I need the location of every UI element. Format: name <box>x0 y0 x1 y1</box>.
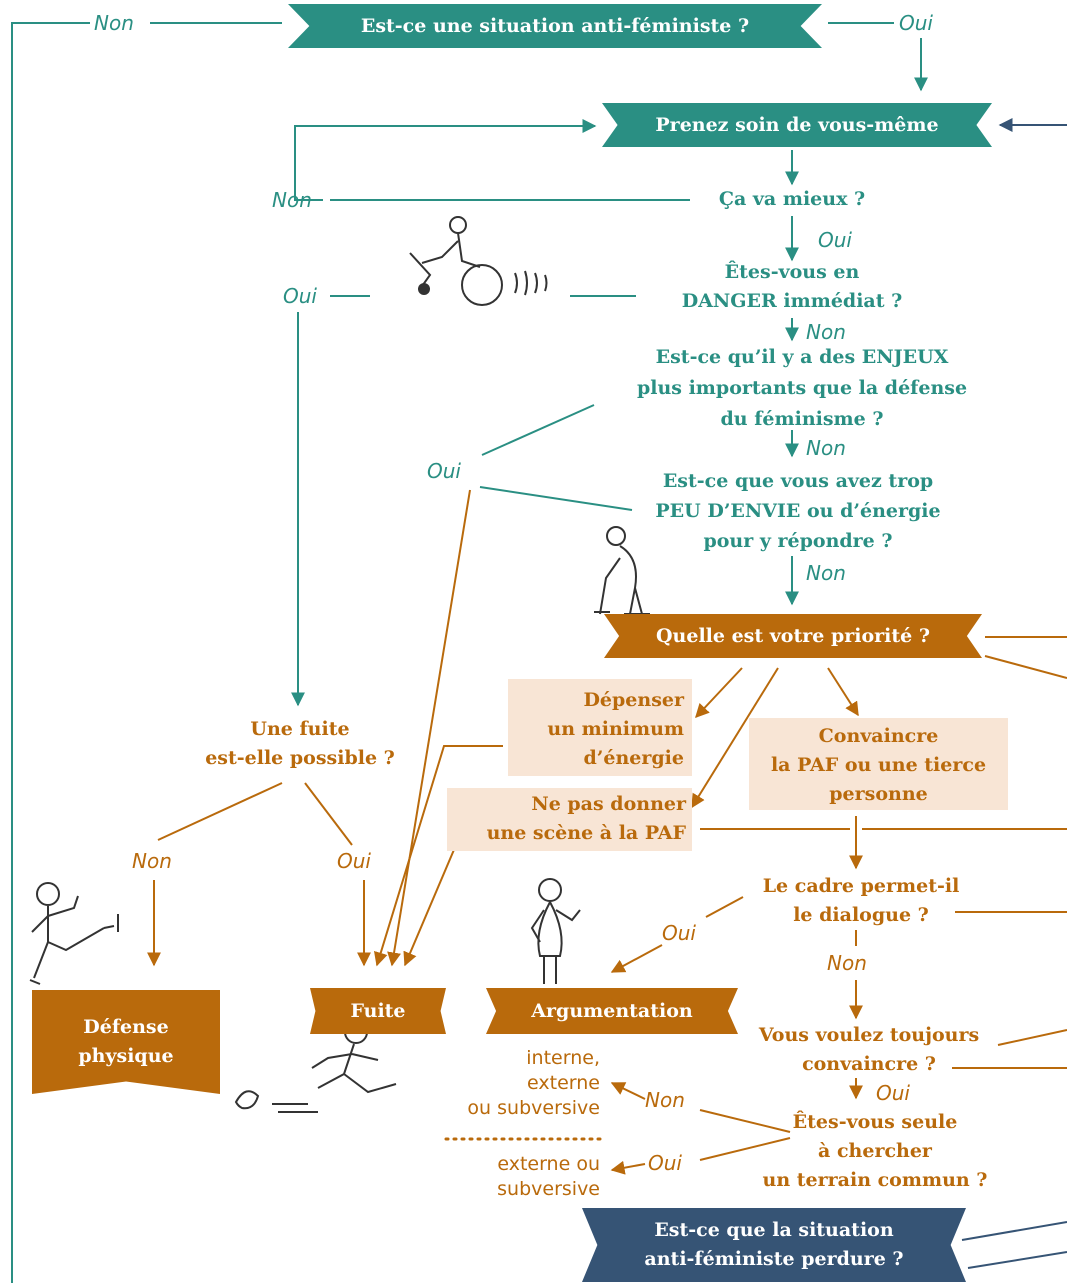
question-envy: Est-ce que vous avez trop PEU D’ENVIE ou… <box>628 466 968 556</box>
question-frame: Le cadre permet-il le dialogue ? <box>736 872 986 930</box>
answer-escape-non: Non <box>132 849 172 873</box>
priority-convince-line-1: Convaincre <box>818 725 939 747</box>
fighting-woman-illustration <box>14 880 134 990</box>
note-oui: externe ou subversive <box>430 1152 600 1202</box>
priority-energy: Dépenser un minimum d’énergie <box>508 686 684 773</box>
box-energy <box>508 679 692 776</box>
arguing-woman-illustration <box>518 876 590 988</box>
answer-stakes-non: Non <box>806 436 846 460</box>
node-care: Prenez soin de vous-même <box>602 103 992 147</box>
outcome-physical: Défense physique <box>32 990 220 1094</box>
outcome-argument-label: Argumentation <box>531 1000 693 1022</box>
node-care-label: Prenez soin de vous-même <box>655 114 939 136</box>
answer-danger-oui: Oui <box>283 284 317 308</box>
question-better: Ça va mieux ? <box>692 188 892 210</box>
node-persist-line-1: Est-ce que la situation <box>654 1219 894 1241</box>
answer-better-oui: Oui <box>818 228 852 252</box>
question-escape-line-2: est-elle possible ? <box>205 747 395 769</box>
priority-convince-line-3: personne <box>829 783 928 805</box>
answer-escape-oui: Oui <box>337 849 371 873</box>
answer-better-non: Non <box>272 188 312 212</box>
outcome-argument: Argumentation <box>486 988 738 1034</box>
priority-energy-line-1: Dépenser <box>583 689 684 711</box>
answer-start-oui: Oui <box>899 11 933 35</box>
note-non-line-3: ou subversive <box>467 1097 600 1119</box>
node-priority: Quelle est votre priorité ? <box>604 614 982 658</box>
question-stakes-line-2: plus importants que la défense <box>636 377 968 399</box>
running-woman-illustration <box>228 1012 408 1120</box>
question-alone-line-3: un terrain commun ? <box>762 1169 988 1191</box>
outcome-flight: Fuite <box>310 988 446 1034</box>
question-stakes: Est-ce qu’il y a des ENJEUX plus importa… <box>598 342 1006 435</box>
question-alone: Êtes-vous seule à chercher un terrain co… <box>740 1108 1010 1195</box>
question-escape: Une fuite est-elle possible ? <box>180 715 420 773</box>
question-envy-line-2: PEU D’ENVIE ou d’énergie <box>655 500 941 522</box>
question-alone-line-2: à chercher <box>818 1140 932 1162</box>
note-non-line-1: interne, <box>526 1047 600 1069</box>
question-stakes-line-3: du féminisme ? <box>720 408 884 430</box>
question-danger: Êtes-vous en DANGER immédiat ? <box>636 258 948 316</box>
node-priority-label: Quelle est votre priorité ? <box>656 625 930 647</box>
answer-frame-non: Non <box>827 951 867 975</box>
question-frame-line-2: le dialogue ? <box>793 904 929 926</box>
priority-noscene: Ne pas donner une scène à la PAF <box>447 790 686 848</box>
answer-alone-oui: Oui <box>648 1151 682 1175</box>
node-persist-line-2: anti-féministe perdure ? <box>644 1248 904 1270</box>
question-envy-line-3: pour y répondre ? <box>703 530 893 552</box>
question-still: Vous voulez toujours convaincre ? <box>736 1021 1002 1079</box>
question-frame-line-1: Le cadre permet-il <box>762 875 960 897</box>
answer-envy-non: Non <box>806 561 846 585</box>
answer-alone-non: Non <box>645 1088 685 1112</box>
question-still-line-2: convaincre ? <box>802 1053 936 1075</box>
question-alone-line-1: Êtes-vous seule <box>792 1111 958 1133</box>
outcome-physical-line-2: physique <box>78 1045 174 1067</box>
answer-start-non: Non <box>94 11 134 35</box>
outcome-flight-label: Fuite <box>350 1000 406 1022</box>
answer-danger-non: Non <box>806 320 846 344</box>
priority-energy-line-2: un minimum <box>547 718 684 740</box>
question-danger-line-1: Êtes-vous en <box>724 261 860 283</box>
note-non: interne, externe ou subversive <box>430 1046 600 1121</box>
priority-convince: Convaincre la PAF ou une tierce personne <box>749 722 1008 809</box>
priority-noscene-line-2: une scène à la PAF <box>486 822 686 844</box>
priority-noscene-line-1: Ne pas donner <box>531 793 686 815</box>
box-noscene <box>447 788 692 851</box>
answer-stakes-oui: Oui <box>427 459 461 483</box>
question-danger-line-2: DANGER immédiat ? <box>681 290 903 312</box>
note-oui-line-1: externe ou <box>497 1153 600 1175</box>
wheelchair-illustration <box>370 205 570 315</box>
node-start: Est-ce une situation anti-féministe ? <box>288 4 822 48</box>
question-better-label: Ça va mieux ? <box>718 188 866 210</box>
priority-convince-line-2: la PAF ou une tierce <box>770 754 987 776</box>
answer-frame-oui: Oui <box>662 921 696 945</box>
question-envy-line-1: Est-ce que vous avez trop <box>662 470 934 492</box>
question-escape-line-1: Une fuite <box>250 718 350 740</box>
node-start-label: Est-ce une situation anti-féministe ? <box>360 15 750 37</box>
box-convince <box>749 718 1008 810</box>
note-oui-line-2: subversive <box>497 1178 600 1200</box>
question-stakes-line-1: Est-ce qu’il y a des ENJEUX <box>655 346 949 368</box>
answer-still-oui: Oui <box>876 1081 910 1105</box>
priority-energy-line-3: d’énergie <box>583 747 685 769</box>
note-non-line-2: externe <box>527 1072 600 1094</box>
outcome-physical-line-1: Défense <box>83 1016 169 1038</box>
node-persist: Est-ce que la situation anti-féministe p… <box>582 1208 966 1282</box>
question-still-line-1: Vous voulez toujours <box>758 1024 980 1046</box>
